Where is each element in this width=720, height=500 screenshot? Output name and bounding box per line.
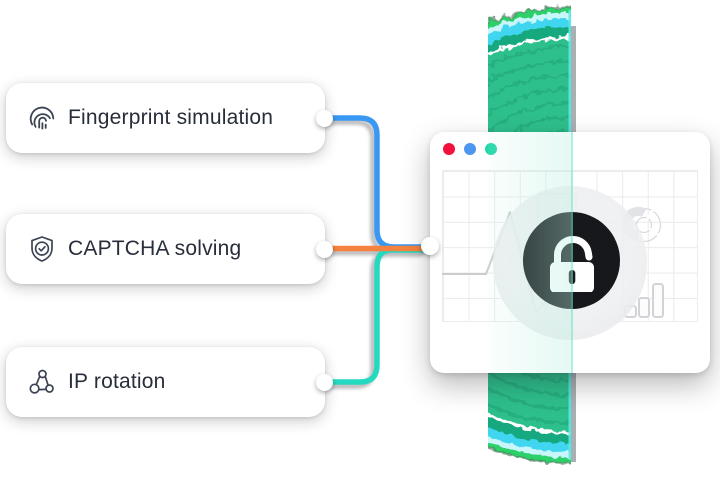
- feature-card-captcha-solving[interactable]: CAPTCHA solving: [6, 214, 333, 284]
- card-connector-dot: [316, 109, 333, 127]
- browser-window: [430, 132, 710, 373]
- line-ip-rotation: [321, 247, 427, 385]
- shield-check-icon: [26, 233, 58, 265]
- window-connector-dot: [421, 237, 439, 255]
- line-fingerprint: [321, 115, 432, 250]
- ip-rotation-icon: [26, 366, 58, 398]
- feature-label: IP rotation: [68, 370, 166, 393]
- window-dot-green[interactable]: [485, 143, 497, 155]
- unlocked-padlock-icon: [549, 235, 594, 292]
- card-connector-dot: [316, 240, 333, 258]
- card-connector-dot: [316, 373, 333, 391]
- feature-label: CAPTCHA solving: [68, 237, 242, 260]
- feature-card-ip-rotation[interactable]: IP rotation: [6, 347, 333, 417]
- window-controls: [443, 143, 497, 155]
- keyhole: [568, 269, 575, 284]
- fingerprint-icon: [26, 102, 58, 134]
- feature-card-fingerprint-simulation[interactable]: Fingerprint simulation: [6, 83, 333, 153]
- window-dot-blue[interactable]: [464, 143, 476, 155]
- feature-label: Fingerprint simulation: [68, 106, 274, 129]
- lock-badge[interactable]: [523, 212, 620, 309]
- window-dot-red[interactable]: [443, 143, 455, 155]
